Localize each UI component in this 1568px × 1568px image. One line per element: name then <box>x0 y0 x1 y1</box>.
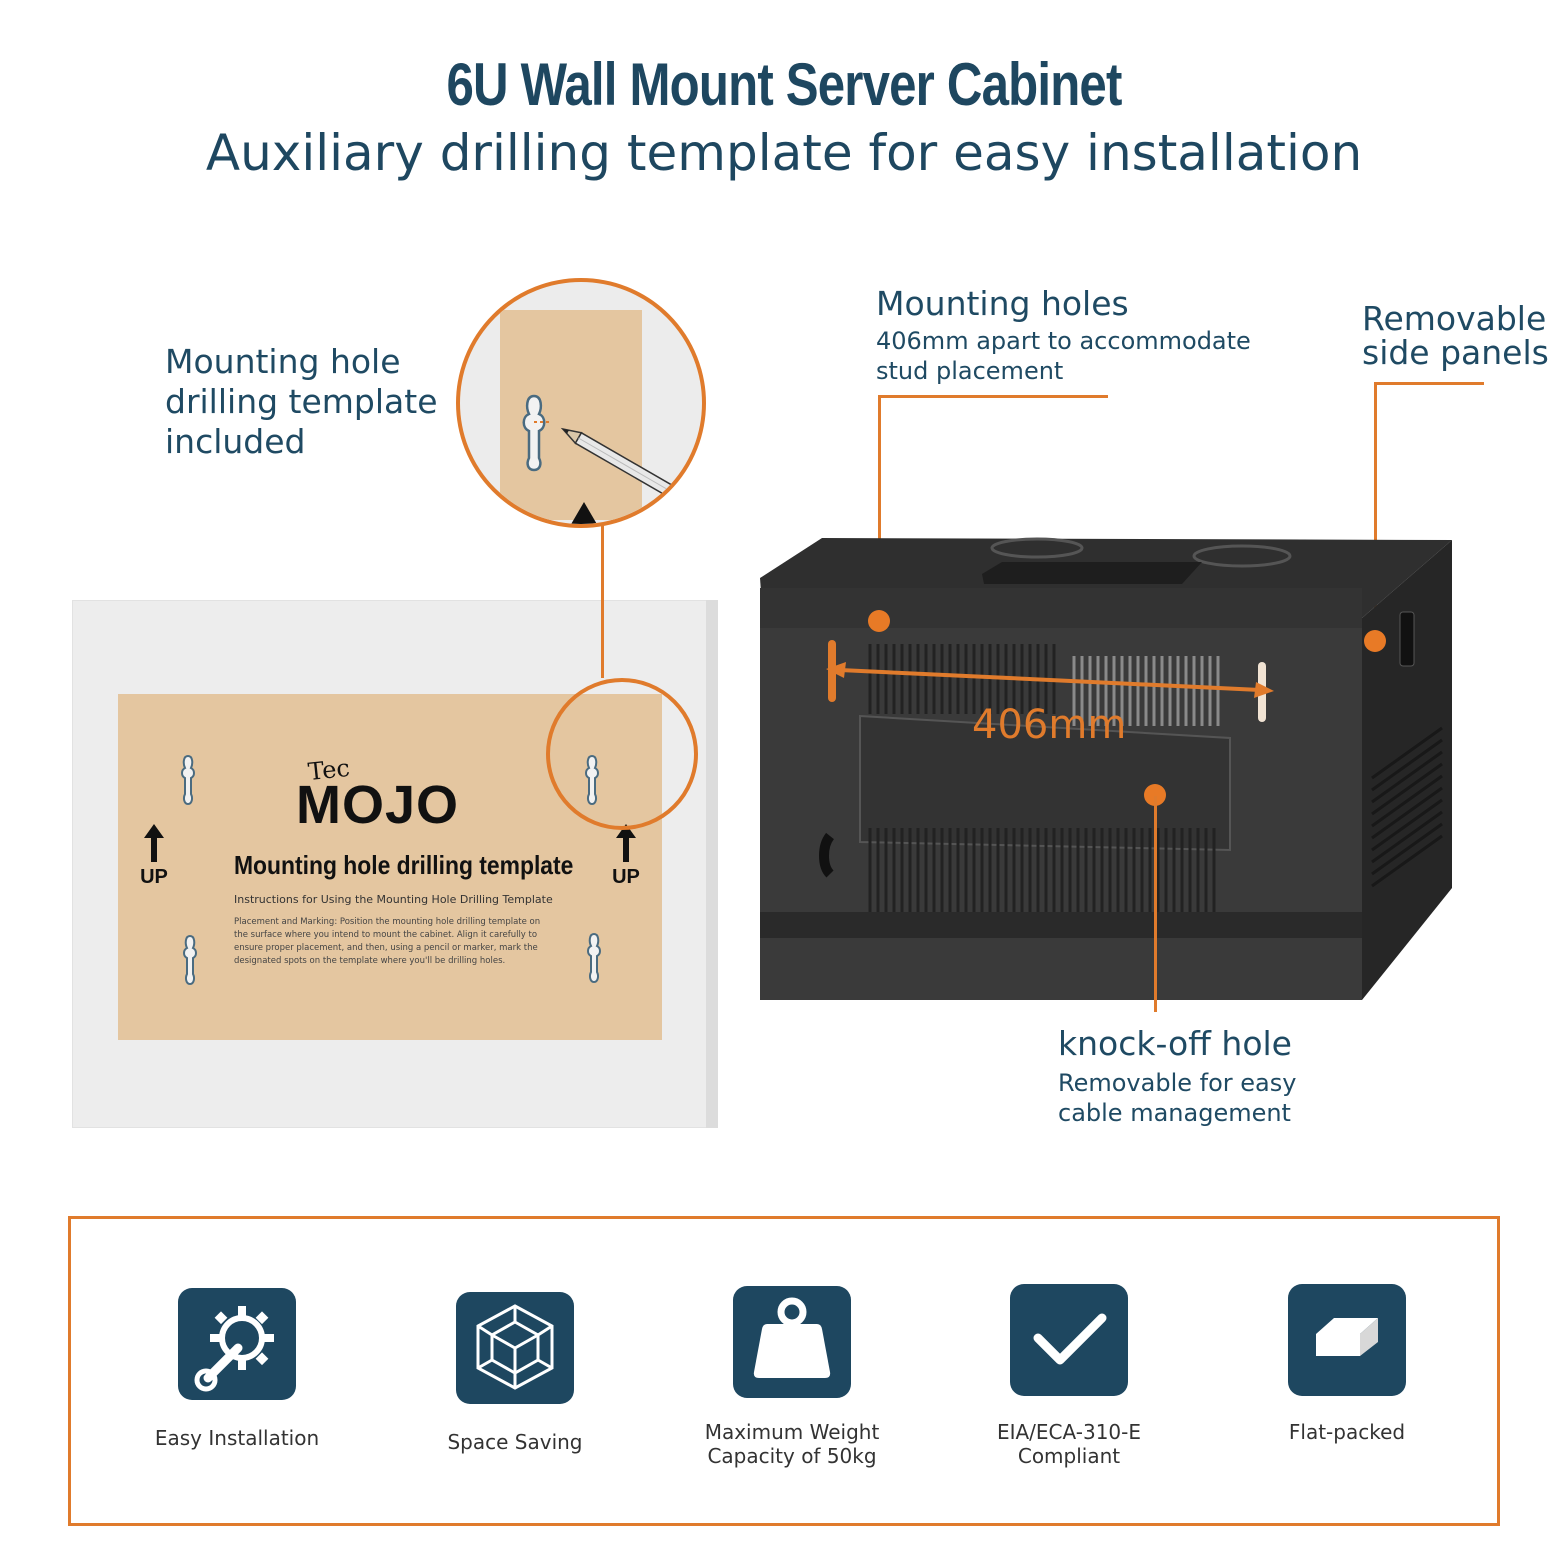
feature-label: Flat-packed <box>1237 1420 1457 1444</box>
feature-label: EIA/ECA-310-E Compliant <box>959 1420 1179 1468</box>
instruction-line: Placement and Marking: Position the moun… <box>234 917 541 927</box>
brand-logo: MOJO <box>296 775 460 835</box>
feature-label: Space Saving <box>405 1430 625 1454</box>
weight-icon <box>733 1286 851 1398</box>
dimension-label: 406mm <box>972 702 1127 748</box>
feature-label: Maximum Weight Capacity of 50kg <box>682 1420 902 1468</box>
connector-line <box>601 526 604 678</box>
knockoff-title: knock-off hole <box>1058 1024 1292 1063</box>
template-instructions-title: Instructions for Using the Mounting Hole… <box>234 893 553 906</box>
template-instructions-body: Placement and Marking: Position the moun… <box>234 916 544 968</box>
template-heading: Mounting hole drilling template <box>234 850 574 880</box>
instruction-line: ensure proper placement, and then, using… <box>234 943 538 953</box>
instruction-line: designated spots on the template where y… <box>234 956 506 966</box>
callout-leader <box>1374 382 1484 385</box>
up-label: UP <box>140 866 168 888</box>
feature-label-line: Maximum Weight <box>704 1420 880 1444</box>
highlight-ring <box>546 678 698 830</box>
callout-dot <box>868 610 890 632</box>
up-arrow-icon <box>571 502 597 524</box>
page-title: 6U Wall Mount Server Cabinet <box>446 51 1122 118</box>
server-cabinet-image <box>760 537 1452 1000</box>
callout-line: drilling template <box>165 382 438 421</box>
features-panel <box>68 1216 1500 1526</box>
feature-label-line: Easy Installation <box>154 1426 320 1450</box>
feature-label-line: Space Saving <box>447 1430 583 1454</box>
callout-line: Mounting hole <box>165 342 401 381</box>
callout-dot <box>1144 784 1166 806</box>
magnified-detail <box>456 278 706 528</box>
dimension-arrow <box>826 662 1274 698</box>
callout-line: included <box>165 422 306 461</box>
template-included-callout: Mounting hole drilling template included <box>165 342 438 462</box>
knockoff-detail: Removable for easy cable management <box>1058 1068 1296 1128</box>
template-board-edge <box>706 600 718 1128</box>
up-arrow-icon <box>144 824 164 862</box>
side-panels-callout: Removable side panels <box>1362 302 1549 370</box>
keyhole-mark-icon <box>587 932 601 984</box>
callout-dot <box>1364 630 1386 652</box>
feature-label-line: Flat-packed <box>1288 1420 1406 1444</box>
callout-leader <box>878 395 1108 398</box>
flat-box-icon <box>1288 1284 1406 1396</box>
callout-line: cable management <box>1058 1099 1291 1127</box>
feature-label: Easy Installation <box>127 1426 347 1450</box>
up-label: UP <box>612 866 640 888</box>
callout-line: Removable <box>1362 299 1547 338</box>
mounting-holes-detail: 406mm apart to accommodate stud placemen… <box>876 326 1251 386</box>
gear-wrench-icon <box>178 1288 296 1400</box>
feature-label-line: EIA/ECA-310-E <box>996 1420 1142 1444</box>
page-subtitle: Auxiliary drilling template for easy ins… <box>205 124 1363 182</box>
callout-line: Removable for easy <box>1058 1069 1297 1097</box>
keyhole-mark-icon <box>183 934 197 986</box>
feature-label-line: Capacity of 50kg <box>707 1444 877 1468</box>
callout-line: stud placement <box>876 357 1064 385</box>
magnified-template <box>500 310 642 520</box>
instruction-line: the surface where you intend to mount th… <box>234 930 538 940</box>
feature-label-line: Compliant <box>1017 1444 1121 1468</box>
up-arrow-icon <box>616 824 636 862</box>
checkmark-icon <box>1010 1284 1128 1396</box>
keyhole-mark-icon <box>181 754 195 806</box>
mounting-holes-title: Mounting holes <box>876 284 1129 323</box>
cube-icon <box>456 1292 574 1404</box>
pencil-icon <box>560 427 687 502</box>
keyhole-mark-icon <box>522 394 550 472</box>
callout-leader <box>1374 382 1377 640</box>
callout-leader <box>878 395 881 621</box>
callout-line: 406mm apart to accommodate <box>876 327 1251 355</box>
callout-line: side panels <box>1362 333 1549 372</box>
callout-leader <box>1154 796 1157 1012</box>
